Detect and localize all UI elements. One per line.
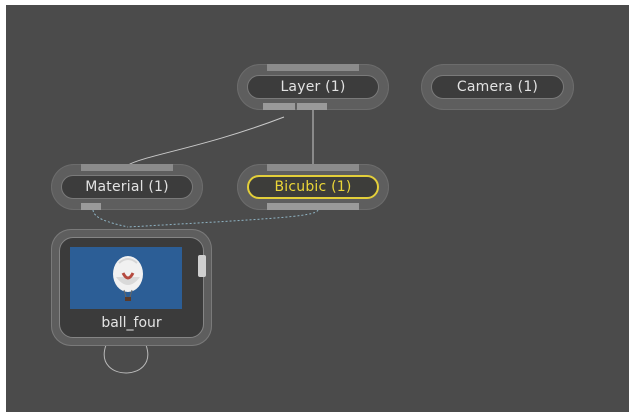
material-node[interactable]: Material (1) (51, 164, 203, 210)
camera-node[interactable]: Camera (1) (421, 64, 574, 110)
layer-node[interactable]: Layer (1) (237, 64, 389, 110)
media-node[interactable]: ball_four (51, 229, 212, 346)
connection-wires (92, 109, 319, 374)
bicubic-output-port[interactable] (267, 203, 359, 210)
dotted-wire-material-to-media (92, 209, 129, 228)
layer-input-port[interactable] (267, 64, 359, 71)
hot-air-balloon-icon (113, 256, 143, 301)
media-node-label: ball_four (101, 315, 162, 331)
bicubic-input-port[interactable] (267, 164, 359, 171)
material-input-port[interactable] (81, 164, 173, 171)
node-graph-canvas[interactable]: Layer (1) Camera (1) Material (1) Bicubi… (6, 5, 629, 412)
media-scroll-handle[interactable] (198, 255, 206, 277)
layer-node-label: Layer (1) (247, 75, 379, 99)
material-node-label: Material (1) (61, 175, 193, 199)
wire-material-to-layer (127, 116, 285, 166)
media-output-loop (103, 344, 149, 374)
media-thumbnail[interactable] (70, 247, 182, 309)
layer-output-port-1[interactable] (263, 103, 295, 110)
bicubic-node[interactable]: Bicubic (1) (237, 164, 389, 210)
bicubic-node-label: Bicubic (1) (247, 175, 379, 199)
dotted-wire-bicubic-to-media (127, 209, 319, 228)
material-output-port[interactable] (81, 203, 101, 210)
layer-output-port-2[interactable] (297, 103, 327, 110)
camera-node-label: Camera (1) (431, 75, 564, 99)
